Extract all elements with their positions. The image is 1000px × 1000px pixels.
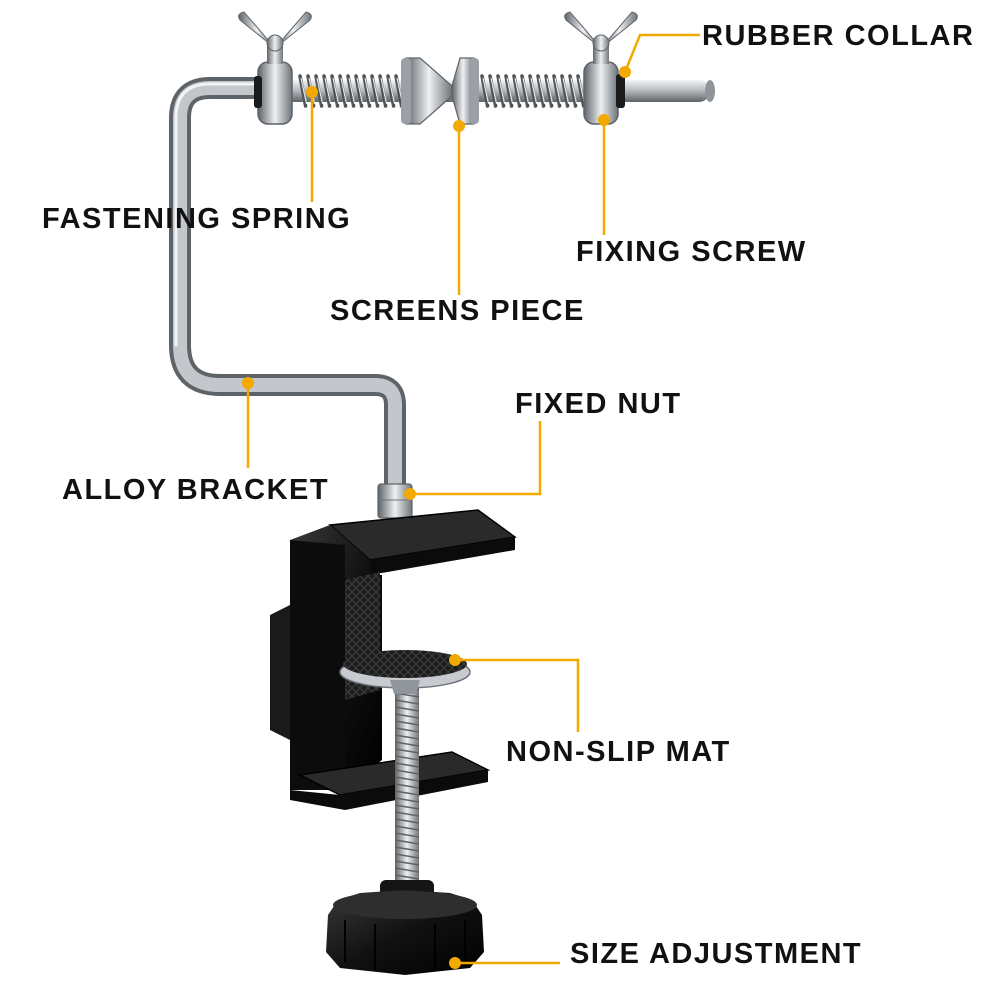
size-adjustment-knob [326,880,484,975]
fixing-screw-collar [564,11,638,125]
alloy-bracket [169,77,406,509]
fixed-nut [377,483,413,519]
left-collar [238,11,312,125]
label-fastening-spring: FASTENING SPRING [42,203,352,235]
fastening-spring [298,74,404,108]
callout-dots [242,66,631,969]
label-rubber-collar: RUBBER COLLAR [702,20,975,52]
threaded-screw [394,680,420,890]
c-clamp [270,509,517,810]
callout-lines [246,33,700,965]
label-size-adjustment: SIZE ADJUSTMENT [570,938,863,970]
label-screens-piece: SCREENS PIECE [330,295,585,327]
label-alloy-bracket: ALLOY BRACKET [62,474,330,506]
label-non-slip-mat: NON-SLIP MAT [506,736,731,768]
second-spring [480,74,586,108]
screens-piece [401,57,479,125]
label-fixing-screw: FIXING SCREW [576,236,807,268]
label-fixed-nut: FIXED NUT [515,388,682,420]
non-slip-mat [339,650,471,694]
